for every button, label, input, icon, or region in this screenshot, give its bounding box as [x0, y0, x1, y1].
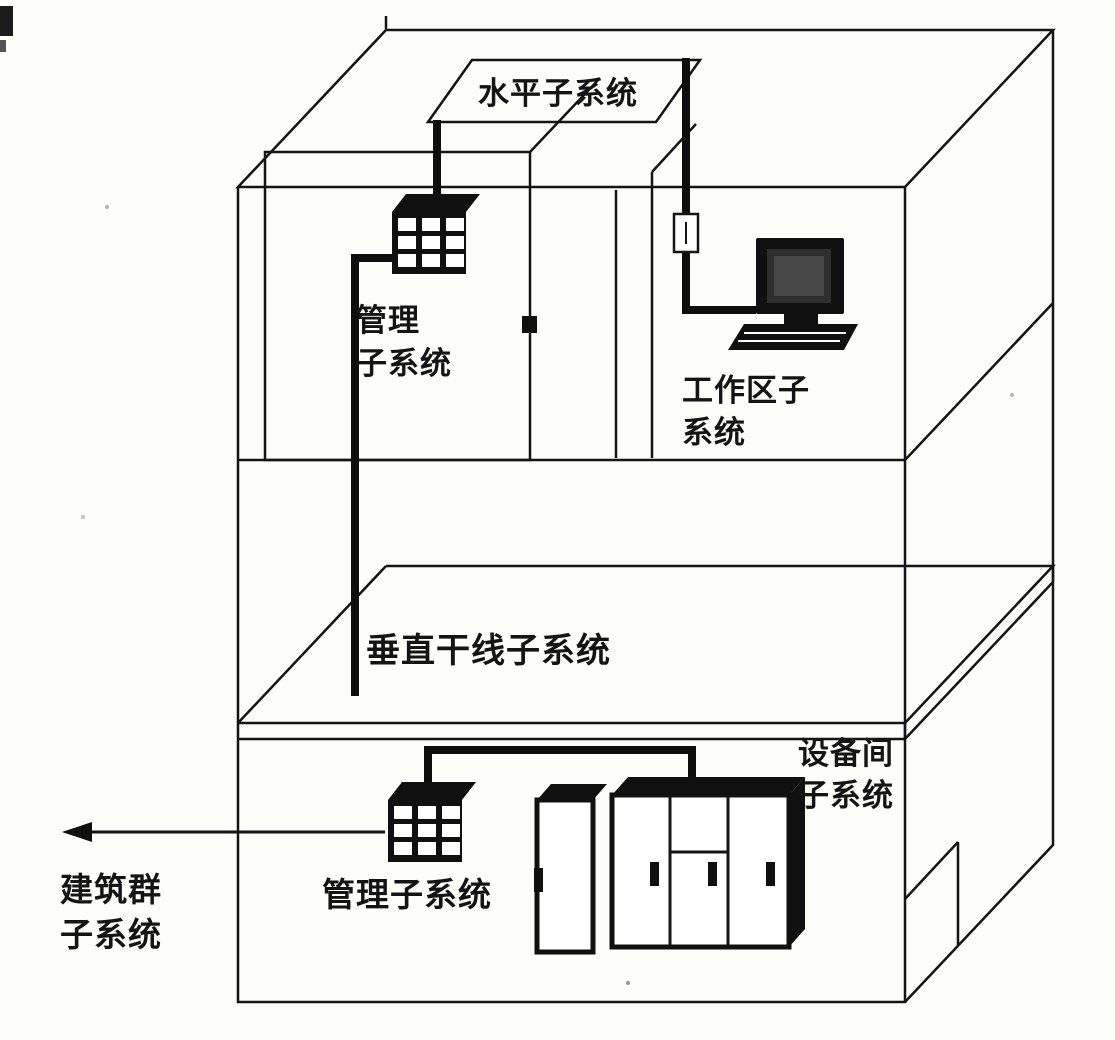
slab-top-face — [238, 564, 1056, 725]
label-equipment-room-2: 子系统 — [798, 778, 894, 814]
backbone-cable — [351, 254, 392, 696]
wall-outlet-icon — [672, 212, 700, 254]
label-horizontal-subsystem: 水平子系统 — [478, 76, 638, 112]
wall-mark — [522, 316, 537, 333]
cabinet-large-icon — [609, 777, 805, 950]
label-campus-1: 建筑群 — [60, 870, 162, 909]
slab-left-diagonal — [237, 565, 387, 724]
label-backbone-subsystem: 垂直干线子系统 — [366, 631, 611, 671]
computer-icon — [728, 238, 858, 350]
building-front-face — [236, 187, 907, 1004]
patch-panel-upper-icon — [392, 194, 480, 274]
patch-panel-lower-icon — [388, 782, 476, 862]
label-campus-2: 子系统 — [60, 915, 162, 954]
second-floor-right-diagonal — [904, 302, 1054, 461]
label-work-area-1: 工作区子 — [682, 373, 810, 409]
scan-artifact — [0, 6, 1014, 985]
left-arrow-icon — [62, 822, 92, 842]
label-management-upper-2: 子系统 — [356, 346, 452, 382]
label-management-lower: 管理子系统 — [322, 875, 492, 914]
slab-front-band — [238, 723, 907, 741]
equipment-cable-run — [424, 746, 696, 802]
floor-slab — [237, 564, 1056, 741]
campus-arrow — [62, 822, 385, 842]
label-management-upper-1: 管理 — [356, 303, 420, 339]
cabinet-small-icon — [534, 784, 607, 955]
workstation-drop-cable — [682, 58, 756, 314]
building-right-face — [904, 30, 1055, 1003]
management-room-upper — [263, 77, 601, 462]
label-equipment-room-1: 设备间 — [798, 736, 894, 772]
horizontal-duct — [425, 58, 703, 124]
label-work-area-2: 系统 — [682, 415, 746, 451]
room-depth-edge — [529, 77, 601, 153]
room-front-face — [263, 150, 532, 462]
slab-right-band — [904, 566, 1055, 740]
building-top-face — [235, 28, 1056, 189]
right-wall-door — [904, 841, 960, 946]
